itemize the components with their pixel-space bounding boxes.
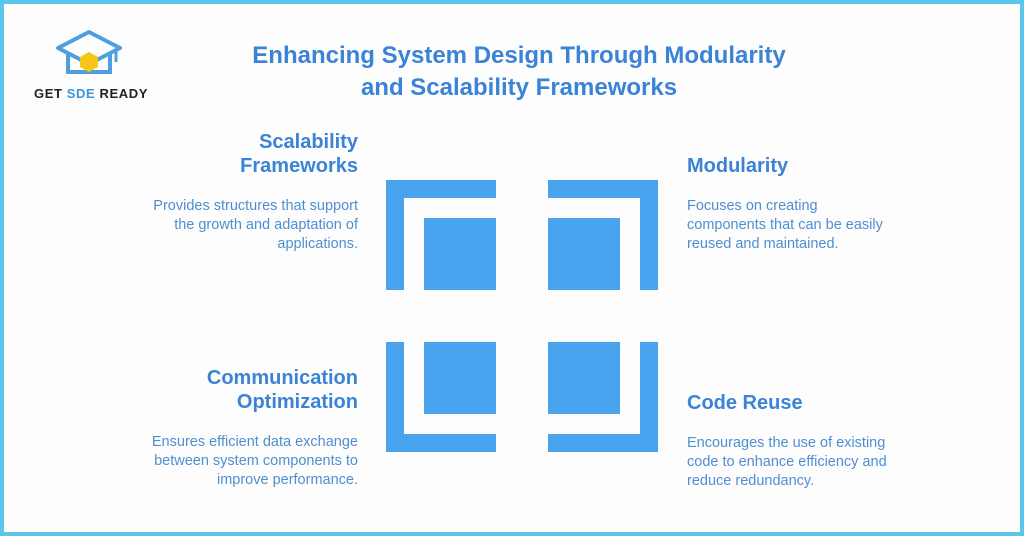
title-line-1: Enhancing System Design Through Modulari…	[252, 42, 786, 69]
communication-optimization-description: Ensures efficient data exchange between …	[151, 434, 358, 488]
communication-optimization-heading: Communication Optimization	[206, 367, 358, 413]
communication-optimization-block: Communication Optimization Ensures effic…	[122, 366, 358, 490]
title-line-2: and Scalability Frameworks	[360, 74, 678, 101]
code-reuse-block: Code Reuse Encourages the use of existin…	[687, 391, 947, 491]
scalability-frameworks-heading: Scalability Frameworks	[240, 131, 358, 177]
code-reuse-description: Encourages the use of existing code to e…	[687, 435, 887, 489]
page-title: Enhancing System Design Through Modulari…	[204, 40, 834, 104]
modularity-heading: Modularity	[687, 155, 789, 177]
bottom-right-quadrant-shape	[548, 342, 658, 452]
bottom-left-quadrant-shape	[386, 342, 496, 452]
scalability-frameworks-description: Provides structures that support the gro…	[153, 198, 358, 252]
quadrant-graphic	[386, 180, 658, 452]
code-reuse-heading: Code Reuse	[687, 392, 803, 414]
modularity-description: Focuses on creating components that can …	[687, 198, 883, 252]
graduation-cap-code-icon	[56, 30, 122, 74]
top-left-quadrant-shape	[386, 180, 496, 290]
scalability-frameworks-block: Scalability Frameworks Provides structur…	[122, 130, 358, 254]
brand-logo: GET SDE READY	[32, 28, 162, 108]
top-right-quadrant-shape	[548, 180, 658, 290]
modularity-block: Modularity Focuses on creating component…	[687, 154, 947, 254]
brand-name: GET SDE READY	[34, 86, 148, 101]
